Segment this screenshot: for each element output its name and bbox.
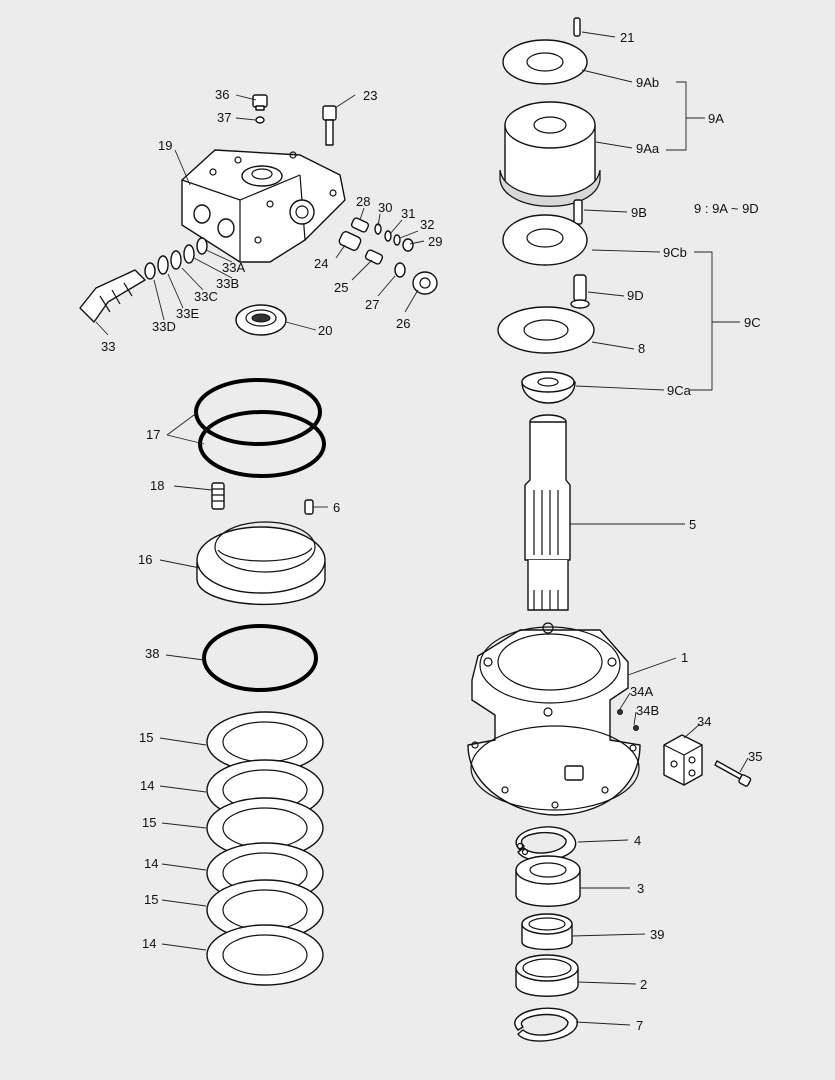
valve-block-34 [663,734,703,786]
plug-36 [252,94,268,111]
snap-ring-4 [515,826,577,862]
label-8: 8 [638,341,645,356]
label-33E: 33E [176,306,199,321]
label-34B: 34B [636,703,659,718]
label-18: 18 [150,478,164,493]
label-9C: 9C [744,315,761,330]
label-5: 5 [689,517,696,532]
label-7: 7 [636,1018,643,1033]
bearing-20 [235,304,287,336]
label-28: 28 [356,194,370,209]
label-24: 24 [314,256,328,271]
label-9Aa: 9Aa [636,141,660,156]
pin-6 [304,499,314,515]
plugs-34A-34B [617,709,639,731]
casing-1 [467,622,641,816]
label-36: 36 [215,87,229,102]
o-ring-17-lower [198,410,326,478]
label-25: 25 [334,280,348,295]
valve-parts-24-32 [338,217,438,295]
label-30: 30 [378,200,392,215]
label-33D: 33D [152,319,176,334]
label-38: 38 [145,646,159,661]
label-6: 6 [333,500,340,515]
label-34A: 34A [630,684,653,699]
piston-9D [570,274,590,309]
label-39: 39 [650,927,664,942]
label-14-mid: 14 [144,856,158,871]
label-20: 20 [318,323,332,338]
ring-33E [157,255,169,275]
label-2: 2 [640,977,647,992]
label-19: 19 [158,138,172,153]
collar-39 [521,913,573,951]
relief-valve-33 [79,269,146,323]
brake-piston-16 [196,521,326,606]
label-1: 1 [681,650,688,665]
label-9A: 9A [708,111,724,126]
label-9Ab: 9Ab [636,75,659,90]
label-9Cb: 9Cb [663,245,687,260]
label-15-bottom: 15 [144,892,158,907]
leader-lines [95,31,749,1026]
ring-33A [196,237,208,255]
label-3: 3 [637,881,644,896]
retainer-plate-9Cb [502,214,588,266]
legend-9: 9 : 9A ~ 9D [694,201,759,216]
label-34: 34 [697,714,711,729]
valve-plate-9Ab [502,39,588,85]
shaft-5 [524,414,571,611]
label-23: 23 [363,88,377,103]
label-35: 35 [748,749,762,764]
ball-guide-9Ca [521,371,576,404]
label-14-top: 14 [140,778,154,793]
pin-21 [573,17,581,37]
bolt-35 [714,760,752,787]
plates-14-15 [206,711,324,986]
o-ring-17-upper [194,378,322,446]
label-15-top: 15 [139,730,153,745]
ring-33C [170,250,182,270]
label-27: 27 [365,297,379,312]
label-33: 33 [101,339,115,354]
label-9B: 9B [631,205,647,220]
ring-33D [144,262,156,280]
bearing-3 [515,855,581,907]
label-15-mid: 15 [142,815,156,830]
label-26: 26 [396,316,410,331]
spring-18 [211,482,225,510]
ring-2 [515,954,579,997]
label-9Ca: 9Ca [667,383,692,398]
valve-body-19 [181,149,346,263]
swash-plate-8 [497,306,595,354]
ring-33B [183,244,195,264]
label-4: 4 [634,833,641,848]
snap-ring-7 [514,1007,578,1042]
label-32: 32 [420,217,434,232]
label-31: 31 [401,206,415,221]
label-37: 37 [217,110,231,125]
label-9D: 9D [627,288,644,303]
label-33C: 33C [194,289,218,304]
o-ring-37 [255,116,265,124]
label-17: 17 [146,427,160,442]
label-16: 16 [138,552,152,567]
cylinder-block-9Aa [499,101,601,207]
spring-9B [573,199,583,225]
label-33B: 33B [216,276,239,291]
label-21: 21 [620,30,634,45]
label-14-bottom: 14 [142,936,156,951]
o-ring-38 [202,624,318,692]
bolt-23 [322,105,337,146]
label-29: 29 [428,234,442,249]
label-33A: 33A [222,260,245,275]
